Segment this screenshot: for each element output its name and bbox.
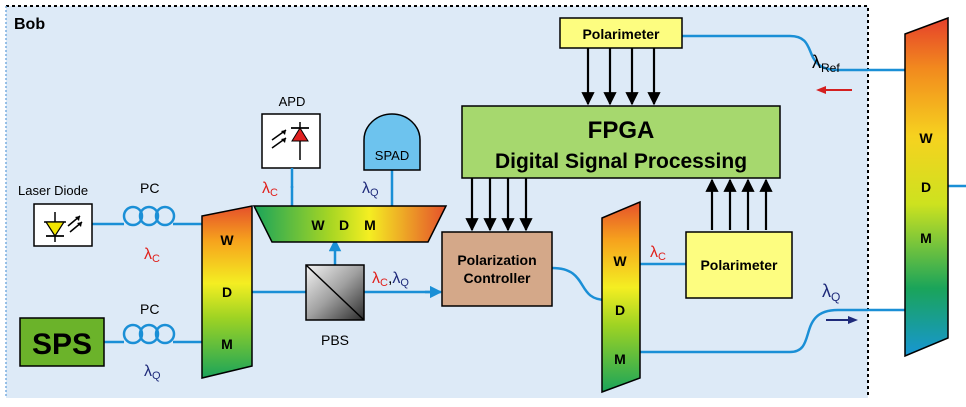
bob-region	[6, 6, 868, 398]
fiber-coil-icon	[122, 323, 176, 345]
lambda-q-label: λQ	[362, 180, 379, 199]
fpga-title: FPGA	[588, 117, 655, 144]
sps-source	[19, 317, 105, 367]
svg-text:W: W	[613, 253, 627, 269]
lambda-c-label: λC	[262, 180, 278, 199]
svg-text:M: M	[614, 351, 626, 367]
fiber-coil-icon	[122, 205, 176, 227]
lambda-c-label: λC	[650, 244, 666, 263]
polarimeter-top	[559, 17, 683, 49]
laser-diode-icon	[33, 203, 93, 247]
data-arrows-top	[581, 48, 661, 106]
pbs-cube-icon	[305, 264, 365, 321]
bob-label: Bob	[14, 16, 45, 33]
svg-text:D: D	[339, 217, 349, 233]
svg-text:D: D	[615, 302, 625, 318]
data-arrows-bottom	[705, 178, 773, 230]
data-arrows-controller	[465, 178, 533, 232]
wdm-middle	[252, 205, 448, 243]
lambda-q-label: λQ	[144, 363, 161, 382]
svg-text:D: D	[921, 179, 931, 195]
lambda-q-label: λQ	[822, 281, 840, 304]
arrow-blue	[826, 316, 858, 324]
arrow-red	[816, 86, 852, 94]
fpga-block	[461, 105, 781, 179]
laser-diode-label: Laser Diode	[18, 183, 88, 198]
svg-text:M: M	[221, 336, 233, 352]
fpga-subtitle: Digital Signal Processing	[495, 150, 747, 173]
spad-detector-icon	[363, 113, 421, 171]
svg-text:M: M	[364, 217, 376, 233]
pc-bottom-label: PC	[140, 301, 159, 317]
apd-label: APD	[279, 94, 306, 109]
svg-text:D: D	[222, 284, 232, 300]
polarimeter-right	[685, 231, 793, 299]
fiber-paths	[92, 34, 966, 354]
wdm-right-middle	[601, 200, 641, 394]
sps-label: SPS	[32, 328, 92, 361]
svg-text:Polarization: Polarization	[457, 252, 536, 268]
apd-icon	[261, 113, 321, 169]
pbs-label: PBS	[321, 332, 349, 348]
lambda-cq-label: λC,λQ	[372, 270, 409, 289]
pc-top-label: PC	[140, 180, 159, 196]
svg-text:Polarimeter: Polarimeter	[700, 257, 778, 273]
bob-border	[6, 5, 869, 398]
polarization-controller	[441, 231, 553, 307]
spad-label: SPAD	[375, 148, 409, 163]
svg-text:Polarimeter: Polarimeter	[582, 26, 660, 42]
wdm-far-right	[904, 16, 949, 358]
svg-text:W: W	[220, 232, 234, 248]
lambda-ref-label: λRef	[812, 52, 840, 75]
svg-text:M: M	[920, 230, 932, 246]
wdm-left	[201, 205, 253, 379]
svg-text:W: W	[919, 130, 933, 146]
svg-text:W: W	[311, 217, 325, 233]
svg-text:Controller: Controller	[464, 270, 531, 286]
lambda-c-label: λC	[144, 246, 160, 265]
